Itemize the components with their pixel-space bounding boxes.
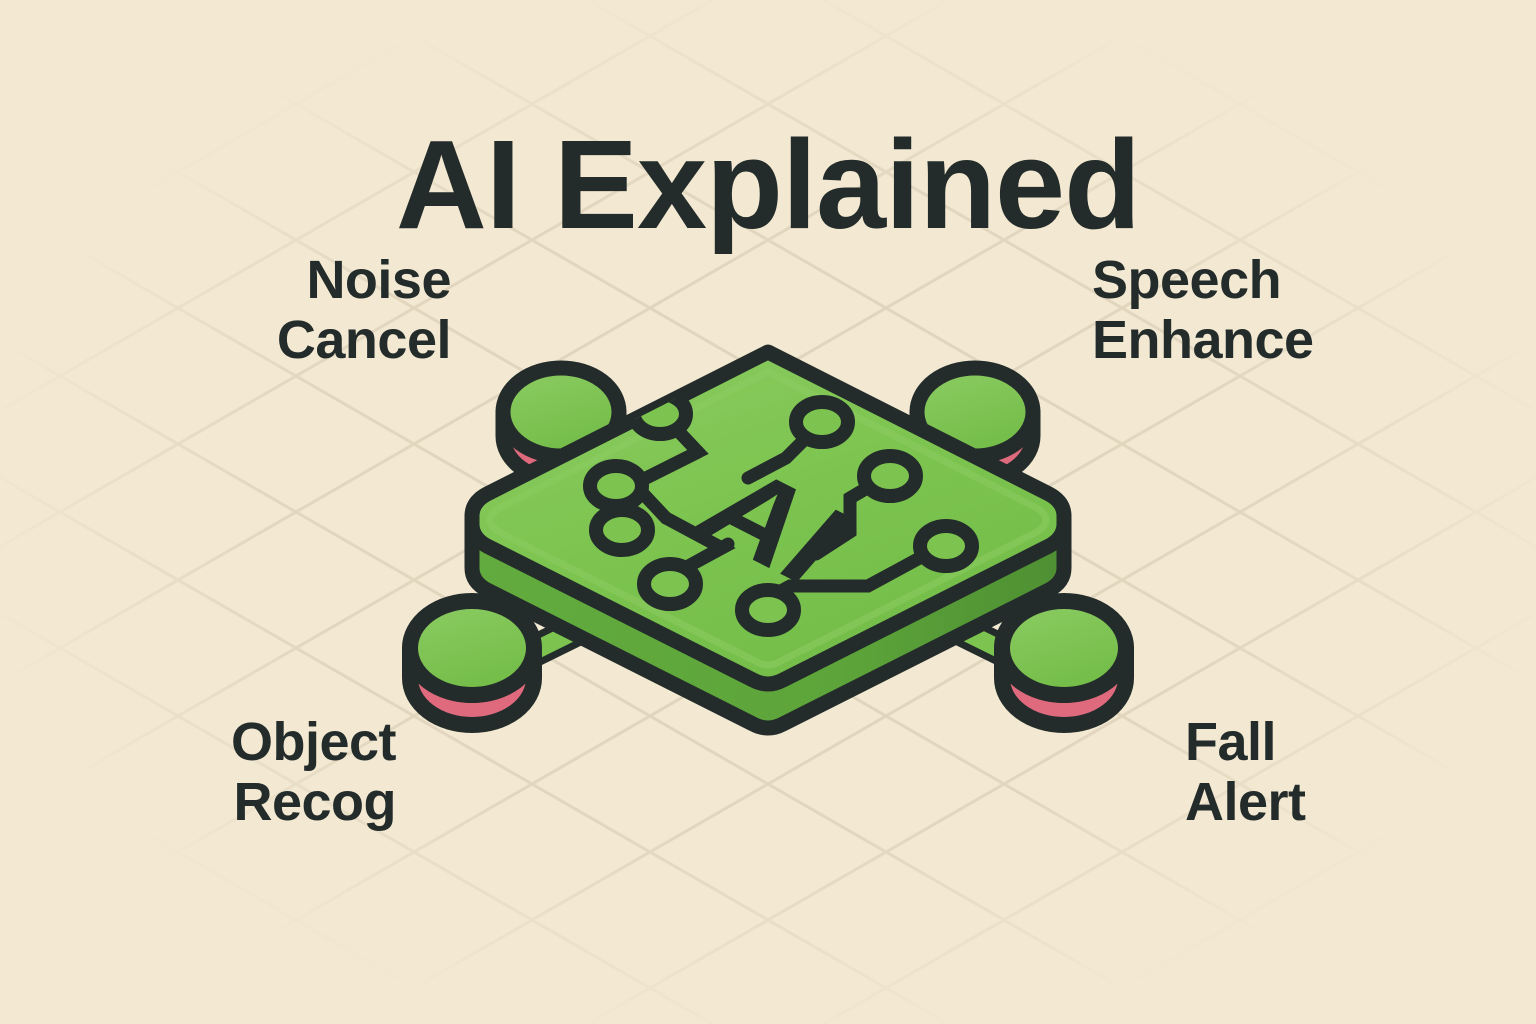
circuit-node-ring (583, 387, 979, 637)
node-bottom-left (402, 593, 542, 733)
label-speech-enhance: Speech Enhance (1092, 250, 1314, 371)
label-fall-alert: Fall Alert (1185, 712, 1306, 833)
label-noise-cancel: Noise Cancel (276, 250, 452, 371)
ai-chip-illustration: AI (398, 318, 1138, 788)
node-bottom-right (994, 593, 1134, 733)
page-title: AI Explained (395, 114, 1141, 256)
chip-circuit-pattern (583, 387, 979, 637)
chip-top-face (464, 344, 1072, 692)
label-object-recog: Object Recog (230, 712, 397, 833)
